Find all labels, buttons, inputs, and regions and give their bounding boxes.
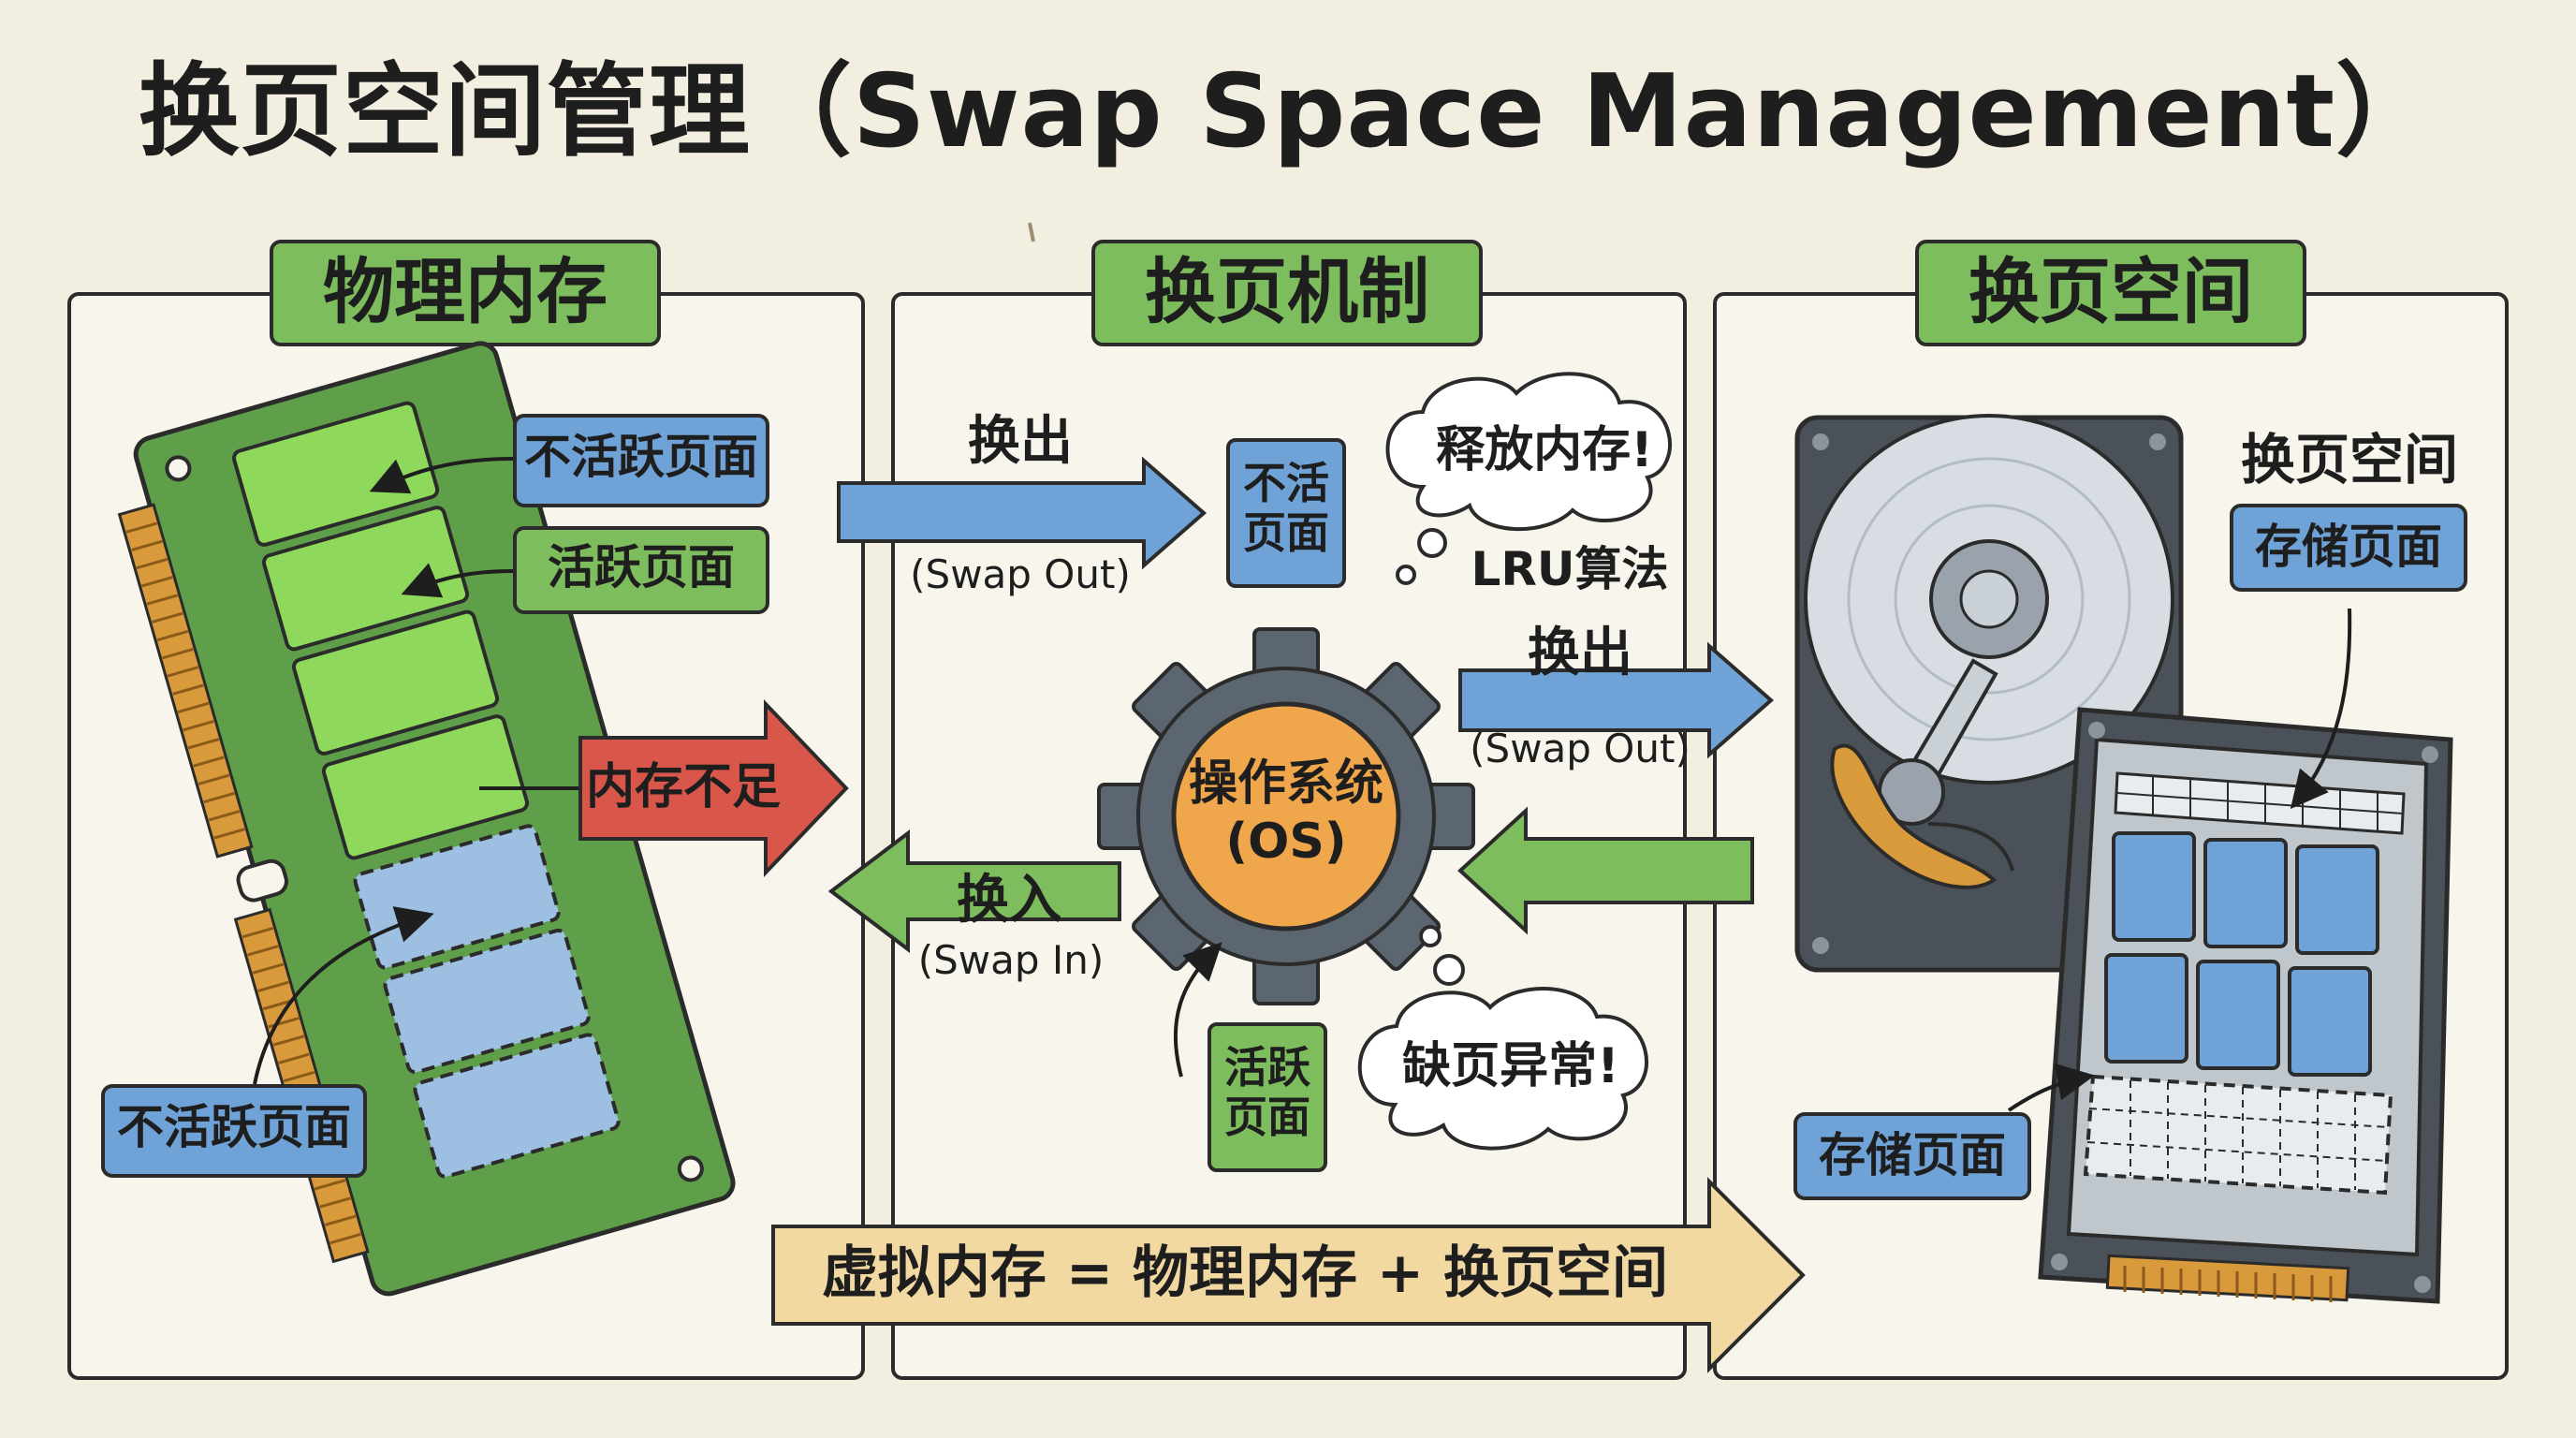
formula-arrow	[771, 1177, 1806, 1373]
decorative-mark	[1028, 222, 1035, 242]
page-title: 换页空间管理（Swap Space Management）	[138, 53, 2438, 170]
label-inactive-page-bottom: 不活跃页面	[117, 1100, 351, 1154]
ram-block-blue-2	[383, 928, 591, 1075]
arrow-swap-out-right	[1458, 641, 1775, 759]
label-stored-pages-top: 存储页面	[2255, 520, 2442, 574]
label-memory-shortage: 内存不足	[586, 759, 782, 815]
bubble-dot-bottom-1	[1419, 925, 1442, 947]
bubble-dot-bottom-2	[1433, 954, 1465, 986]
label-swap-out-top-en: (Swap Out)	[910, 551, 1131, 597]
panel-title-swap-mechanism: 换页机制	[1145, 250, 1429, 333]
tag-stored-pages-top-box	[2230, 504, 2467, 592]
ram-block-green-2	[261, 506, 470, 652]
arrow-swap-in-right	[1457, 806, 1754, 935]
pointer-active	[401, 563, 514, 598]
ram-block-blue-3	[413, 1033, 621, 1179]
pointer-stored-pages-top	[2290, 608, 2352, 810]
label-swap-out-right-en: (Swap Out)	[1470, 726, 1690, 771]
arrow-swap-in-left	[827, 829, 1121, 954]
tab-physical-memory	[270, 240, 661, 346]
bubble-release-memory	[1385, 372, 1672, 532]
label-active-page: 活跃页面	[548, 540, 735, 594]
arrow-memory-shortage	[578, 699, 849, 877]
tab-swap-space	[1915, 240, 2306, 346]
panel-title-physical-memory: 物理内存	[323, 250, 607, 333]
ssd-page-2	[2203, 838, 2288, 948]
tag-stored-pages-bottom-box	[1793, 1112, 2031, 1200]
label-release-memory: 释放内存!	[1436, 422, 1653, 478]
label-swap-space: 换页空间	[2240, 428, 2458, 492]
pointer-inactive-top	[369, 457, 514, 494]
tag-inactive-top-box	[513, 414, 769, 507]
label-swap-out-right: 换出	[1528, 623, 1632, 683]
pointer-inactive-bottom	[253, 906, 434, 1085]
bubble-dot-top-1	[1417, 528, 1447, 558]
label-inactive-page-box: 不活 页面	[1243, 458, 1329, 558]
gear-icon	[1097, 627, 1475, 1005]
pointer-active-to-os	[1173, 942, 1222, 1078]
panel-title-swap-space: 换页空间	[1969, 250, 2253, 333]
label-inactive-page-top: 不活跃页面	[524, 430, 758, 484]
ssd-page-4	[2104, 953, 2188, 1064]
label-lru-algorithm: LRU算法	[1471, 542, 1669, 596]
label-os-line1: 操作系统	[1188, 756, 1383, 812]
ram-block-green-3	[291, 609, 500, 756]
label-swap-in-en: (Swap In)	[917, 937, 1105, 983]
ssd-icon	[2038, 707, 2453, 1304]
bubble-page-fault	[1357, 986, 1648, 1151]
arrow-swap-out-top	[837, 456, 1208, 570]
ram-block-green-4	[321, 714, 530, 860]
ram-block-green-1	[232, 401, 440, 547]
label-active-page-box: 活跃 页面	[1224, 1042, 1310, 1142]
box-active-page	[1208, 1022, 1327, 1172]
pointer-stored-pages-bottom	[2007, 1063, 2095, 1112]
label-formula: 虚拟内存 = 物理内存 + 换页空间	[821, 1240, 1669, 1306]
tag-active-box	[513, 526, 769, 614]
tab-swap-mechanism	[1091, 240, 1483, 346]
ssd-page-3	[2295, 844, 2379, 955]
ssd-page-6	[2288, 966, 2372, 1077]
ssd-page-1	[2112, 831, 2196, 942]
box-inactive-page	[1226, 438, 1346, 588]
label-stored-pages-bottom: 存储页面	[1819, 1128, 2006, 1182]
bubble-dot-top-2	[1396, 565, 1416, 585]
ssd-page-5	[2196, 960, 2280, 1070]
ssd-grid-bottom	[2083, 1074, 2393, 1196]
label-page-fault: 缺页异常!	[1402, 1038, 1619, 1094]
label-os-line2: (OS)	[1225, 814, 1347, 870]
label-swap-out-top: 换出	[968, 411, 1073, 472]
tag-inactive-bottom-box	[101, 1084, 367, 1178]
label-swap-in: 换入	[957, 870, 1061, 931]
